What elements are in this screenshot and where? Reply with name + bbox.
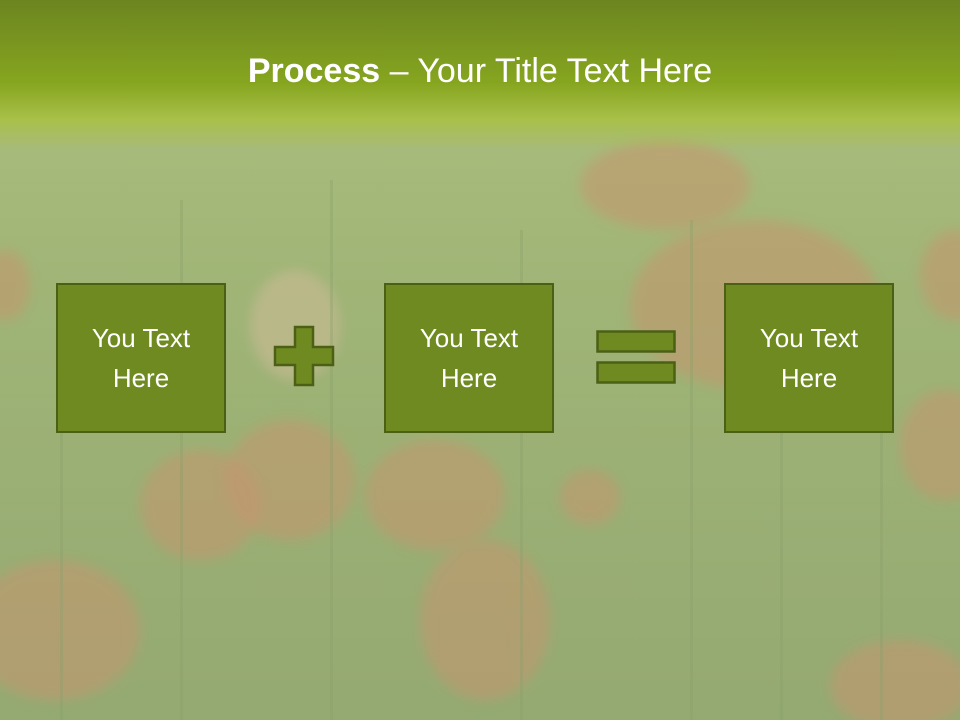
process-box-2: You Text Here <box>384 283 554 433</box>
slide-title: Process – Your Title Text Here <box>0 52 960 91</box>
title-band <box>0 0 960 150</box>
process-box-3-text: You Text Here <box>759 323 859 393</box>
process-box-1: You Text Here <box>56 283 226 433</box>
plus-icon <box>273 325 335 387</box>
process-box-2-text: You Text Here <box>419 323 519 393</box>
equals-icon <box>596 330 676 384</box>
title-bold: Process <box>247 52 381 90</box>
process-box-3: You Text Here <box>724 283 894 433</box>
title-rest: – Your Title Text Here <box>380 52 713 90</box>
process-box-1-text: You Text Here <box>91 323 191 393</box>
